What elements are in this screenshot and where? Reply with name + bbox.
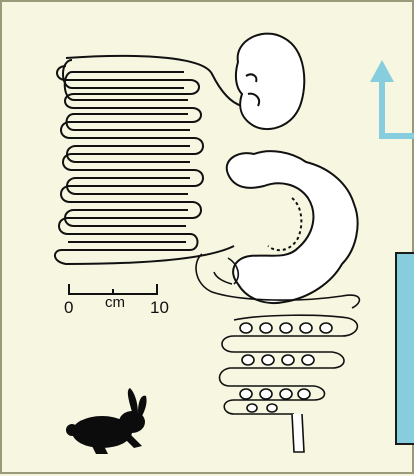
- scale-bar-end-label: 10: [150, 298, 169, 318]
- rabbit-silhouette-icon: [66, 388, 147, 454]
- info-box: [395, 252, 414, 445]
- up-arrow-icon: [370, 60, 414, 136]
- cecum: [227, 151, 358, 303]
- coiled-intestine-loop: [55, 56, 242, 264]
- scale-bar-start-label: 0: [64, 298, 73, 318]
- embryo-shaped-organ: [236, 34, 304, 129]
- scale-bar: [69, 284, 157, 294]
- scale-bar-unit-label: cm: [105, 294, 125, 311]
